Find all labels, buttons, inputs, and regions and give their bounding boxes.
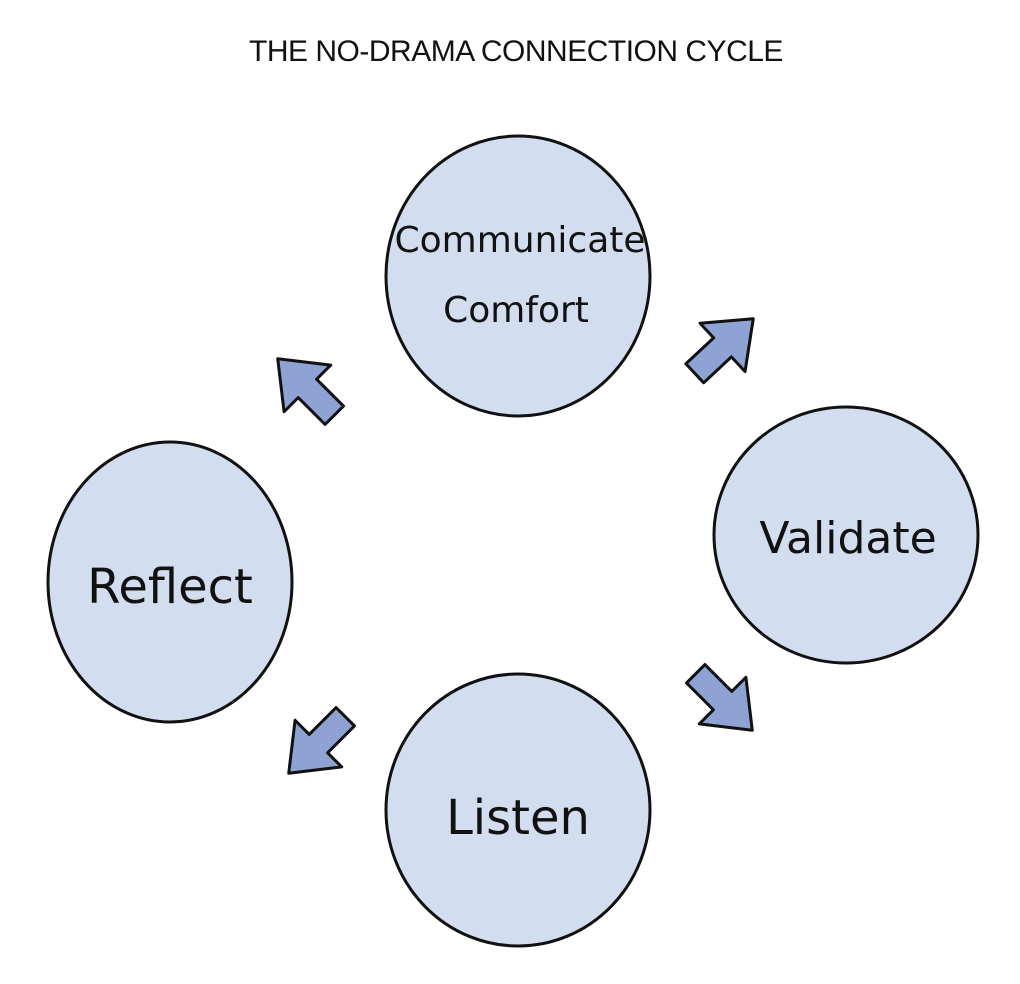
node-communicate-comfort-label-line-2: Comfort — [443, 290, 589, 331]
node-reflect: Reflect — [46, 440, 294, 724]
node-validate-circle — [712, 405, 980, 665]
node-listen-circle — [384, 672, 652, 948]
node-reflect-circle — [46, 440, 294, 724]
arrow-communicate-comfort-to-validate — [684, 317, 755, 385]
node-reflect-label: Reflect — [87, 559, 253, 615]
node-validate-label: Validate — [759, 513, 936, 564]
node-listen: Listen — [384, 672, 652, 948]
node-communicate-comfort-circle — [384, 134, 652, 418]
node-validate: Validate — [712, 405, 980, 665]
node-communicate-comfort: Communicate Comfort — [384, 134, 652, 418]
arrow-listen-to-reflect — [287, 706, 356, 775]
diagram-title: THE NO-DRAMA CONNECTION CYCLE — [249, 35, 783, 68]
node-communicate-comfort-label-line-1: Communicate — [394, 220, 645, 261]
cycle-arrows — [276, 317, 755, 775]
arrow-validate-to-listen — [685, 663, 754, 732]
arrow-reflect-to-communicate-comfort — [276, 357, 345, 426]
node-listen-label: Listen — [446, 790, 590, 846]
